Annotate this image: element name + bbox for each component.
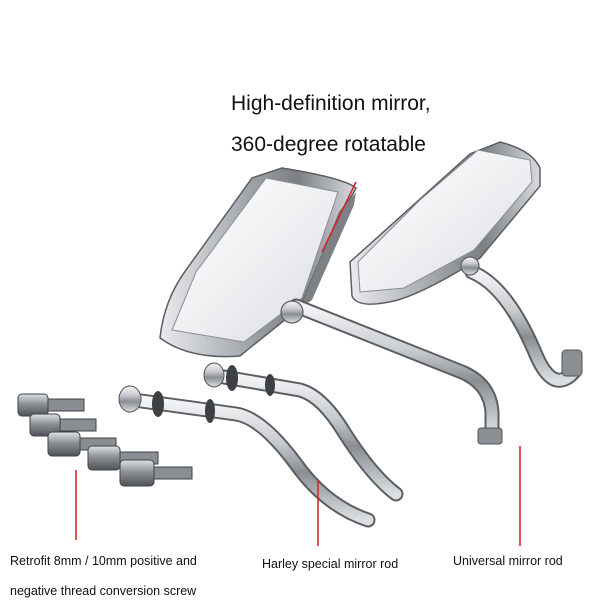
screw bbox=[119, 459, 193, 487]
pointer-mirror bbox=[321, 181, 357, 253]
universal-rod-right bbox=[460, 256, 583, 388]
universal-rod-left bbox=[280, 298, 503, 445]
right-mirror-head bbox=[349, 141, 541, 305]
conversion-screws bbox=[17, 393, 193, 487]
caption-screws-line-1: Retrofit 8mm / 10mm positive and bbox=[10, 554, 197, 568]
caption-harley-rod: Harley special mirror rod bbox=[262, 557, 399, 571]
caption-screws-line-2: negative thread conversion screw bbox=[10, 584, 197, 598]
caption-universal-rod: Universal mirror rod bbox=[453, 554, 563, 568]
left-mirror-head bbox=[159, 167, 357, 358]
headline-line-2: 360-degree rotatable bbox=[231, 133, 426, 156]
harley-rod-back bbox=[203, 362, 404, 502]
screw bbox=[29, 413, 97, 437]
caption-conversion-screws: Retrofit 8mm / 10mm positive and negativ… bbox=[10, 546, 197, 606]
screw bbox=[17, 393, 85, 417]
headline-line-1: High-definition mirror, bbox=[231, 92, 431, 115]
pointer-lines bbox=[75, 181, 521, 546]
harley-rod-front bbox=[118, 385, 376, 528]
